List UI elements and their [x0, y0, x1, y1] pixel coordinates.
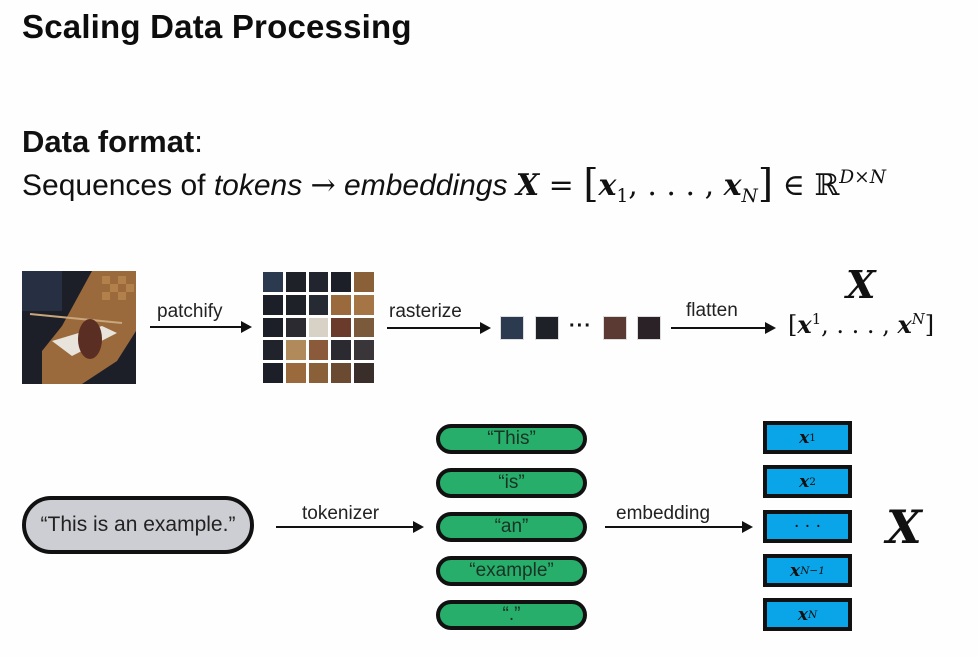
token-is: “is” [436, 468, 587, 498]
embedding-label: embedding [616, 503, 711, 524]
slide-title: Scaling Data Processing [22, 8, 412, 45]
patch-cell [331, 363, 352, 383]
patchify-arrow [150, 321, 252, 333]
patch-cell [354, 317, 374, 338]
patch-cell [263, 317, 283, 338]
tokenizer-label: tokenizer [302, 503, 380, 524]
formula-xN: x [723, 168, 742, 203]
patch-cell [331, 317, 352, 338]
embedding-base: x [799, 471, 810, 492]
patch-cell [308, 340, 329, 361]
embedding-sup: N−1 [800, 564, 825, 577]
vector-x1: x [797, 310, 812, 339]
formula-close-bracket: ] [757, 162, 774, 207]
patchify-label: patchify [157, 301, 223, 322]
rasterize-label: rasterize [389, 301, 462, 322]
data-format-description: Sequences of tokens → embeddings X = [x1… [22, 162, 886, 207]
patch-tile-4 [637, 316, 661, 340]
patch-cell [308, 317, 329, 338]
description-embeddings: embeddings [344, 169, 508, 202]
vector-ellipsis: , . . . , [821, 311, 898, 339]
formula-dims: D×N [839, 167, 887, 188]
formula-x1: x [598, 168, 617, 203]
arrow-symbol: → [310, 168, 336, 203]
formula-sub-N: N [741, 186, 758, 207]
token-an: “an” [436, 512, 587, 542]
patch-cell [285, 272, 306, 292]
image-output-vector: [x1, . . . , xN] [788, 310, 934, 339]
token-example: “example” [436, 556, 587, 586]
patch-cell [354, 340, 374, 361]
section-heading-colon: : [194, 124, 203, 159]
patch-cell [263, 294, 283, 315]
description-prefix: Sequences of [22, 169, 214, 202]
vector-close-bracket: ] [924, 311, 935, 339]
section-heading: Data format: [22, 124, 203, 160]
patch-cell [263, 272, 283, 292]
patch-cell [285, 363, 306, 383]
embedding-ellipsis: · · · [763, 510, 852, 543]
patch-cell [285, 294, 306, 315]
patch-tile-1 [500, 316, 524, 340]
patch-cell [354, 294, 374, 315]
patch-cell [285, 317, 306, 338]
embedding-sup: 2 [809, 475, 816, 488]
violin-photo [22, 271, 136, 384]
flatten-label: flatten [686, 300, 738, 321]
embedding-base: x [790, 560, 801, 581]
formula-X: X [515, 168, 540, 203]
formula-sub-1: 1 [616, 186, 629, 207]
rasterize-arrow [387, 322, 491, 334]
input-sentence: “This is an example.” [22, 496, 254, 554]
vector-sup-N: N [911, 310, 925, 328]
patch-cell [354, 272, 374, 292]
embedding-sup: N [807, 608, 818, 621]
embedding-arrow [605, 521, 753, 533]
embedding-base: x [797, 604, 808, 625]
formula-equals: = [539, 168, 584, 203]
patch-grid [263, 272, 374, 383]
flatten-arrow [671, 322, 776, 334]
section-heading-text: Data format [22, 124, 195, 159]
formula-reals: ℝ [814, 168, 840, 203]
formula-in: ∈ [773, 168, 815, 203]
patch-cell [263, 363, 283, 383]
patch-cell [354, 363, 374, 383]
patch-cell [308, 272, 329, 292]
patch-cell [263, 340, 283, 361]
patch-cell [308, 363, 329, 383]
patch-cell [331, 340, 352, 361]
patch-tile-2 [535, 316, 559, 340]
formula-ellipsis: , . . . , [628, 168, 724, 203]
embedding-sup: 1 [809, 431, 816, 444]
tokenizer-arrow [276, 521, 424, 533]
text-output-X: X [886, 500, 922, 554]
vector-xN: x [897, 310, 912, 339]
vector-open-bracket: [ [788, 311, 798, 339]
patch-ellipsis: ··· [569, 315, 592, 337]
vector-sup-1: 1 [811, 310, 822, 328]
patch-cell [285, 340, 306, 361]
embedding-base: · · · [793, 516, 822, 537]
patch-cell [331, 294, 352, 315]
patch-cell [331, 272, 352, 292]
formula-open-bracket: [ [583, 162, 599, 207]
token-period: “.” [436, 600, 587, 630]
description-tokens: tokens [213, 169, 303, 202]
patch-tile-3 [603, 316, 627, 340]
patch-cell [308, 294, 329, 315]
token-this: “This” [436, 424, 587, 454]
image-output-X: X [846, 262, 876, 307]
embedding-base: x [799, 427, 810, 448]
